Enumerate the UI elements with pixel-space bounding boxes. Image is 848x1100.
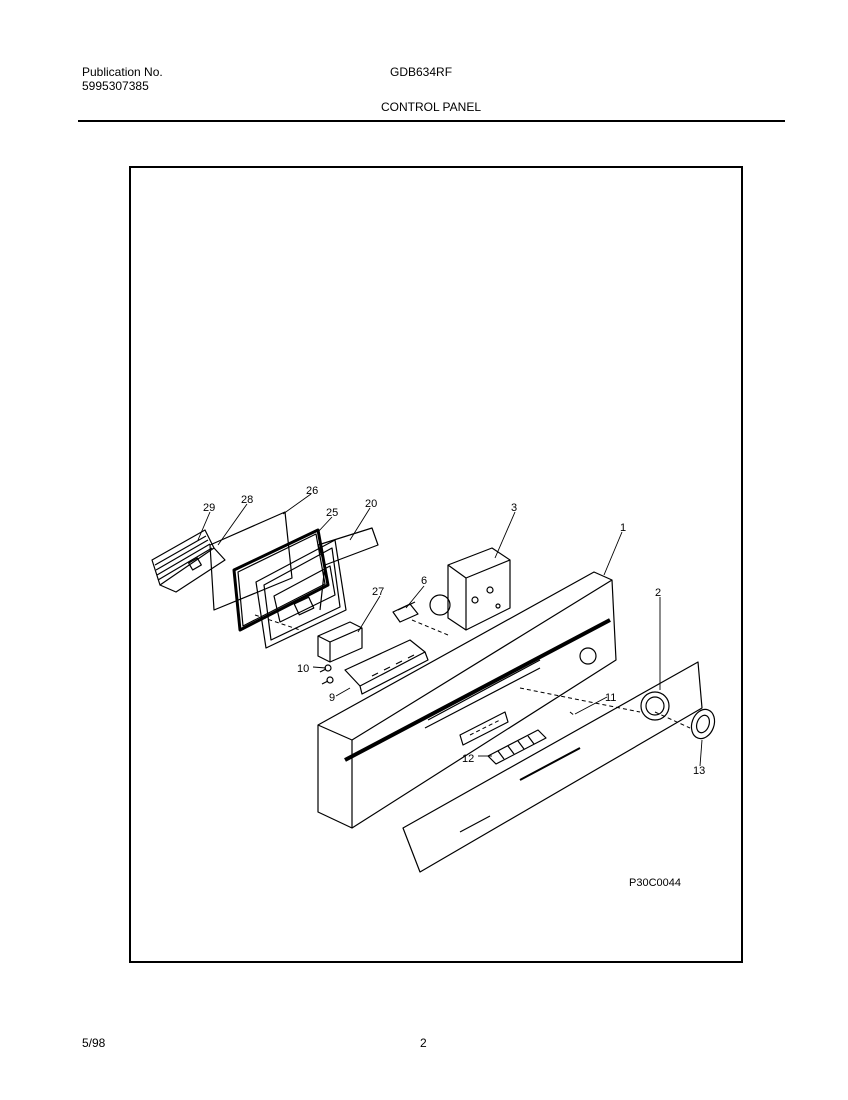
part-9-bracket — [344, 639, 429, 695]
part-3-timer — [429, 547, 511, 631]
part-10-screws — [319, 664, 334, 685]
callout-12: 12 — [462, 753, 474, 765]
callout-9: 9 — [329, 692, 335, 704]
figure-code: P30C0044 — [629, 877, 681, 889]
part-25-frame — [255, 539, 347, 649]
callout-10: 10 — [297, 663, 309, 675]
callout-13: 13 — [693, 765, 705, 777]
part-callouts: 29 28 26 25 20 3 1 27 6 2 10 9 11 13 12 — [203, 485, 705, 777]
part-28-panel — [209, 511, 293, 611]
callout-26: 26 — [306, 485, 318, 497]
part-27-module — [317, 621, 363, 663]
page-number: 2 — [420, 1036, 427, 1050]
diagram-frame — [129, 166, 743, 963]
leader-lines — [197, 493, 703, 767]
part-1-control-panel — [317, 571, 617, 829]
part-26-gasket — [232, 528, 330, 632]
callout-6: 6 — [421, 575, 427, 587]
part-20-cover — [317, 527, 379, 611]
part-2-overlay — [402, 661, 703, 873]
callout-1: 1 — [620, 522, 626, 534]
assembly-lines — [254, 614, 691, 736]
callout-29: 29 — [203, 502, 215, 514]
publication-number: 5995307385 — [82, 79, 149, 93]
part-29-vent — [151, 529, 226, 593]
callout-3: 3 — [511, 502, 517, 514]
header-rule — [78, 120, 785, 122]
callout-11: 11 — [605, 692, 616, 704]
part-6-connector — [392, 601, 419, 623]
part-12-buttons — [487, 729, 547, 765]
section-title: CONTROL PANEL — [381, 100, 482, 114]
part-13-knob — [690, 708, 716, 740]
callout-28: 28 — [241, 494, 253, 506]
callout-27: 27 — [372, 586, 384, 598]
callout-25: 25 — [326, 507, 338, 519]
callout-20: 20 — [365, 498, 377, 510]
callout-2: 2 — [655, 587, 661, 599]
publication-label: Publication No. — [82, 65, 163, 79]
footer-date: 5/98 — [82, 1036, 106, 1050]
model-number: GDB634RF — [390, 65, 453, 79]
